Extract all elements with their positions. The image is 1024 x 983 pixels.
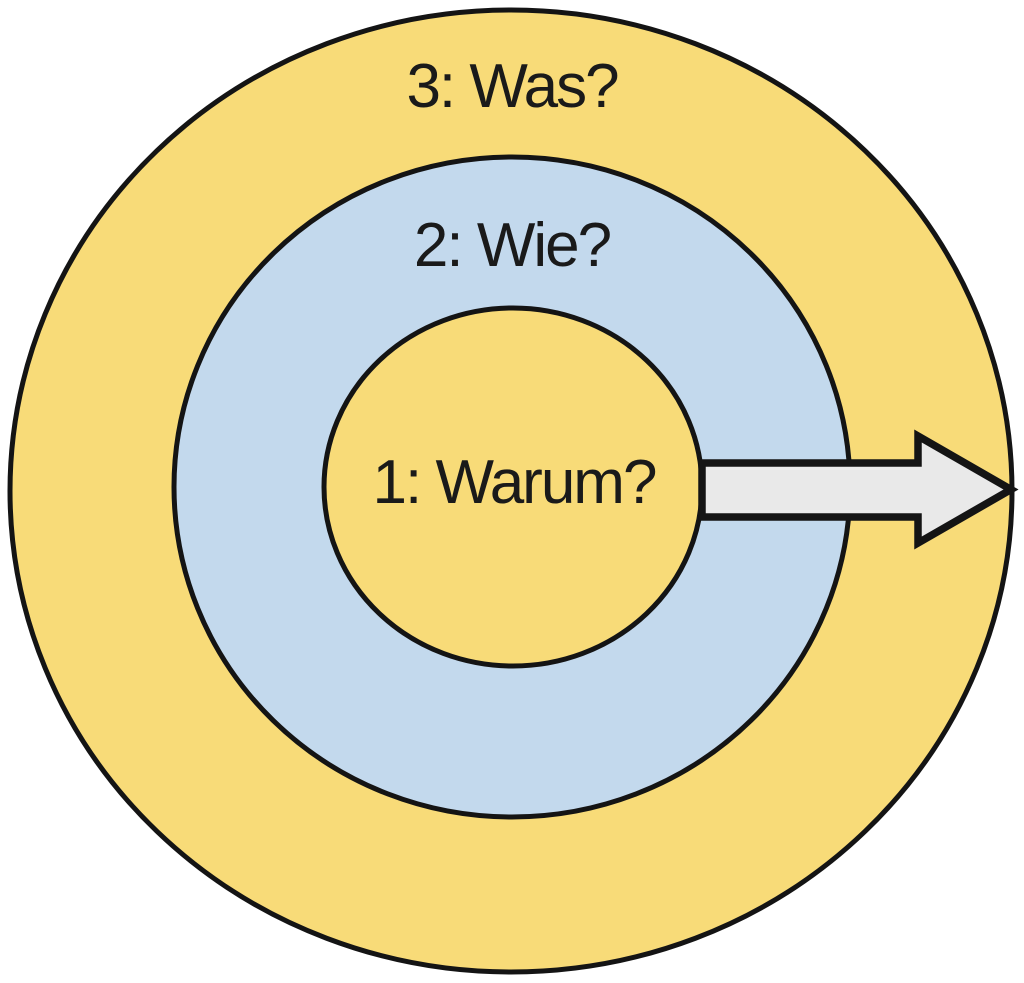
ring-2-label: 2: Wie? <box>414 211 611 280</box>
outward-arrow-icon <box>698 429 1019 550</box>
ring-1-label: 1: Warum? <box>373 448 656 517</box>
ring-3-label: 3: Was? <box>406 52 618 121</box>
